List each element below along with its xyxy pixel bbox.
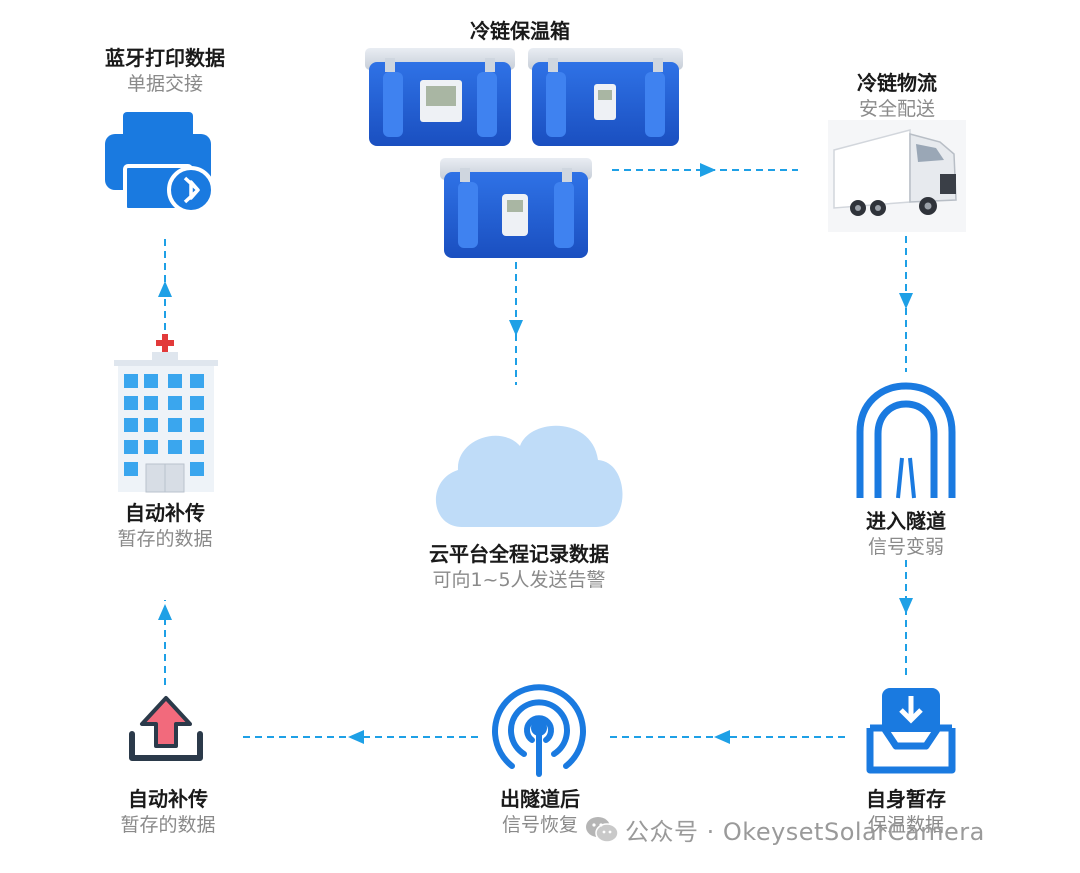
- arrowhead-left: [714, 730, 730, 744]
- connector-lines: [164, 169, 907, 738]
- node-title: 自身暂存: [866, 787, 946, 811]
- cooler-box-icon: [528, 48, 683, 146]
- node-hospital: 自动补传 暂存的数据: [55, 500, 275, 552]
- node-title: 自动补传: [125, 501, 205, 525]
- upload-icon: [129, 696, 203, 761]
- tunnel-icon: [856, 382, 956, 499]
- arrowhead-down: [509, 320, 523, 336]
- hospital-icon: [114, 334, 218, 493]
- arrow-heads: [158, 163, 913, 744]
- node-cooler: 冷链保温箱: [410, 18, 630, 44]
- cooler-box-icon: [440, 158, 592, 258]
- node-subtitle: 暂存的数据: [120, 814, 216, 836]
- node-title: 冷链保温箱: [470, 19, 570, 43]
- node-title: 云平台全程记录数据: [429, 542, 609, 566]
- node-signal: 出隧道后 信号恢复: [430, 786, 650, 838]
- arrowhead-up: [158, 604, 172, 620]
- node-title: 冷链物流: [857, 71, 937, 95]
- watermark: 公众号 · OkeysetSolarCamera: [585, 812, 985, 850]
- node-cloud: 云平台全程记录数据 可向1~5人发送告警: [399, 541, 639, 593]
- cooler-box-icon: [365, 48, 515, 146]
- node-subtitle: 信号恢复: [501, 814, 578, 836]
- arrowhead-left: [348, 730, 364, 744]
- node-title: 自动补传: [128, 787, 208, 811]
- arrowhead-down: [899, 598, 913, 614]
- node-printer: 蓝牙打印数据 单据交接: [55, 45, 275, 97]
- node-logistics: 冷链物流 安全配送: [787, 70, 1007, 122]
- node-subtitle: 信号变弱: [867, 536, 944, 558]
- node-subtitle: 安全配送: [858, 98, 935, 120]
- printer-bluetooth-icon: [105, 112, 215, 214]
- node-tunnel: 进入隧道 信号变弱: [796, 508, 1016, 560]
- node-title: 蓝牙打印数据: [105, 46, 225, 70]
- wechat-icon: [585, 816, 619, 850]
- arrowhead-down: [899, 293, 913, 309]
- node-title: 出隧道后: [500, 787, 580, 811]
- watermark-text: 公众号 · OkeysetSolarCamera: [625, 818, 985, 846]
- cloud-icon: [435, 425, 623, 527]
- antenna-signal-icon: [492, 684, 586, 777]
- truck-icon: [828, 120, 966, 232]
- node-title: 进入隧道: [866, 509, 946, 533]
- arrowhead-up: [158, 281, 172, 297]
- node-storage: 自身暂存 保温数据: [796, 786, 1016, 838]
- node-subtitle: 单据交接: [126, 73, 203, 95]
- arrowhead-right: [700, 163, 716, 177]
- inbox-download-icon: [866, 688, 956, 774]
- node-upload: 自动补传 暂存的数据: [58, 786, 278, 838]
- node-subtitle: 保温数据: [867, 814, 944, 836]
- node-subtitle: 可向1~5人发送告警: [432, 569, 606, 591]
- node-subtitle: 暂存的数据: [117, 528, 213, 550]
